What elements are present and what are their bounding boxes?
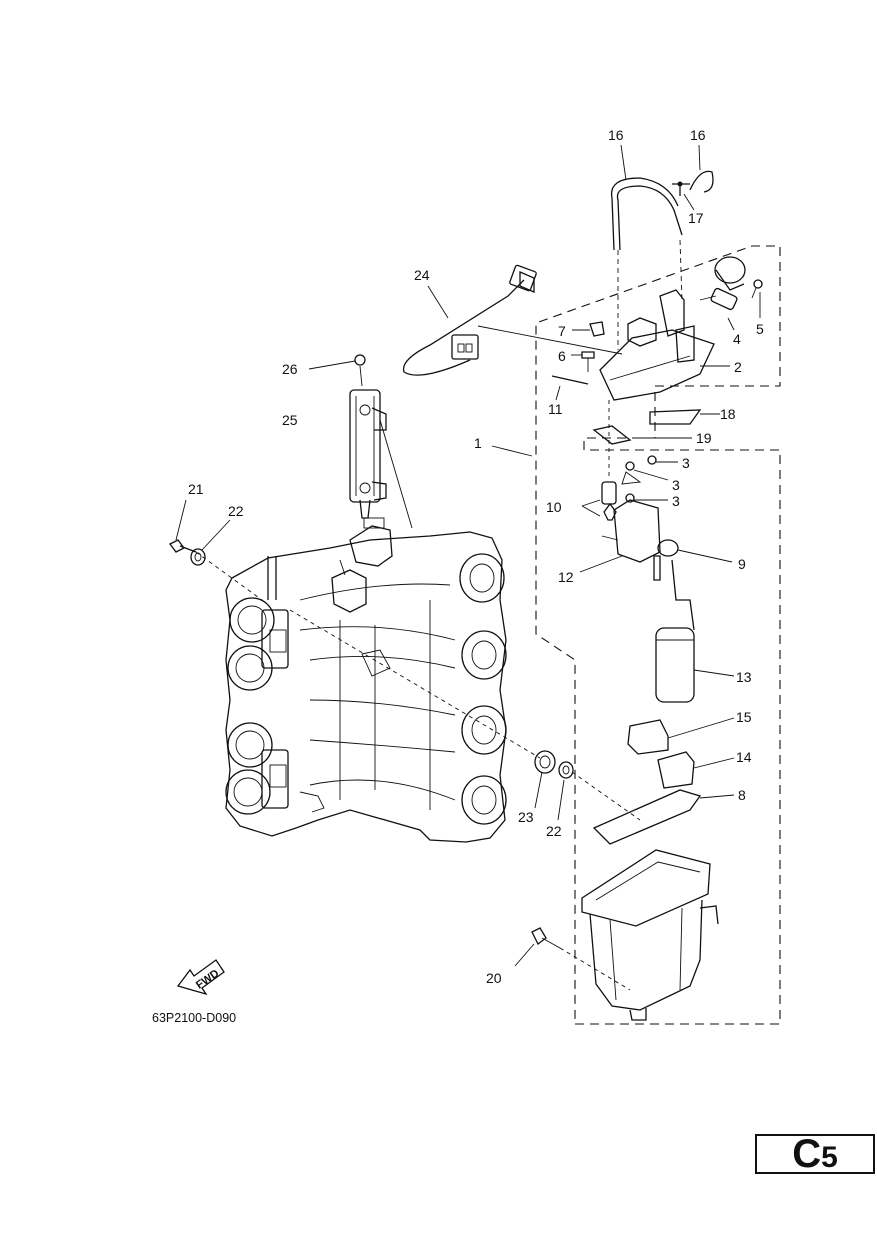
intake-manifold (225, 517, 507, 843)
fitting-part-7 (572, 321, 605, 337)
page-section-badge: C 5 (755, 1134, 875, 1174)
fuel-rail-part-2 (599, 289, 730, 401)
gasket-part-18 (649, 409, 720, 425)
gasket-part-8 (592, 789, 735, 845)
callout-7: 7 (558, 323, 566, 339)
washer-part-22-left (190, 519, 231, 566)
assembly-boundary (535, 245, 781, 1025)
vapor-separator-bowl (581, 849, 719, 1021)
callout-2: 2 (734, 359, 742, 375)
callout-labels: 1 2 3 3 3 4 5 6 7 8 9 10 11 12 13 14 15 … (188, 127, 764, 986)
screw-part-5 (751, 279, 763, 318)
callout-15: 15 (736, 709, 752, 725)
callout-3: 3 (672, 477, 680, 493)
badge-number: 5 (821, 1141, 838, 1174)
callout-21: 21 (188, 481, 204, 497)
washer-part-22-right (557, 761, 641, 821)
callout-8: 8 (738, 787, 746, 803)
pin-part-11 (551, 375, 589, 401)
diagram-reference-code: 63P2100-D090 (152, 1011, 236, 1025)
callout-3: 3 (672, 493, 680, 509)
callout-12: 12 (558, 569, 574, 585)
grommet-part-9 (657, 539, 733, 563)
callout-22: 22 (228, 503, 244, 519)
screw-part-20 (514, 927, 631, 991)
callout-10: 10 (546, 499, 562, 515)
callout-24: 24 (414, 267, 430, 283)
bracket-part-15 (627, 717, 735, 755)
screws-part-3 (621, 455, 678, 503)
t-joint-part-17 (672, 181, 695, 211)
callout-4: 4 (733, 331, 741, 347)
callout-22: 22 (546, 823, 562, 839)
callout-23: 23 (518, 809, 534, 825)
bolt-part-26 (308, 354, 366, 387)
callout-6: 6 (558, 348, 566, 364)
callout-13: 13 (736, 669, 752, 685)
screw-part-21 (169, 499, 263, 601)
hose-part-16 (610, 144, 714, 350)
fwd-label: FWD (194, 967, 221, 991)
callout-18: 18 (720, 406, 736, 422)
callout-19: 19 (696, 430, 712, 446)
callout-11: 11 (548, 401, 563, 417)
callout-26: 26 (282, 361, 298, 377)
badge-letter: C (792, 1132, 822, 1176)
clip-part-19 (592, 425, 692, 445)
callout-25: 25 (282, 412, 298, 428)
callout-16: 16 (690, 127, 706, 143)
grommet-part-23 (289, 609, 556, 809)
callout-1: 1 (474, 435, 482, 451)
sensor-part-25 (349, 389, 413, 529)
fwd-arrow-icon: FWD (176, 959, 225, 996)
harness-part-24 (402, 264, 623, 376)
leader-part-1 (491, 445, 533, 457)
fuel-pump-part-13 (653, 555, 735, 703)
callout-9: 9 (738, 556, 746, 572)
callout-3: 3 (682, 455, 690, 471)
callout-14: 14 (736, 749, 752, 765)
callout-5: 5 (756, 321, 764, 337)
screw-part-6 (571, 351, 595, 372)
callout-17: 17 (688, 210, 704, 226)
pressure-regulator-part-4 (699, 256, 746, 331)
bracket-part-14 (657, 751, 735, 789)
callout-20: 20 (486, 970, 502, 986)
filter-part-10 (581, 400, 617, 521)
callout-16: 16 (608, 127, 624, 143)
cover-part-12 (579, 499, 661, 573)
